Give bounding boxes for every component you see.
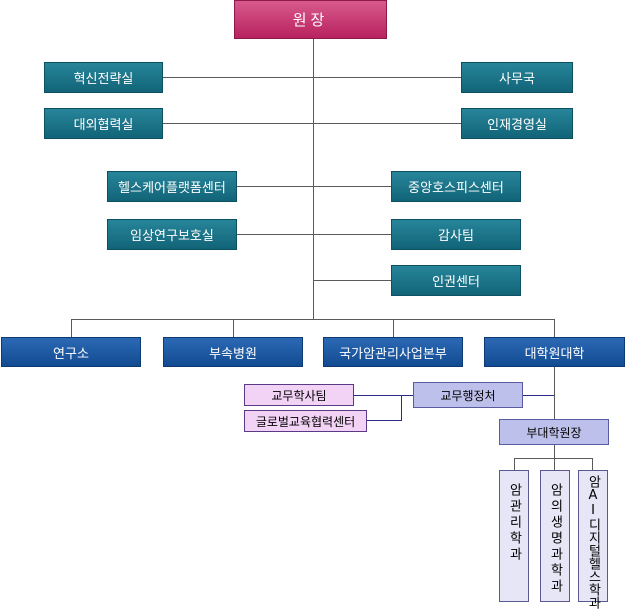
division-drop-2	[233, 319, 234, 337]
staff-line-1	[163, 77, 461, 78]
department-drop-1	[514, 458, 515, 470]
staff-line-2	[163, 123, 461, 124]
graduate-trunk-line	[554, 366, 555, 419]
administration-office[interactable]: 사무국	[461, 62, 573, 93]
department-label: 암AI디지털헬스학과	[585, 475, 601, 609]
central-hospice-center[interactable]: 중앙호스피스센터	[391, 171, 521, 202]
division-research-institute[interactable]: 연구소	[1, 337, 141, 367]
department-label: 암의생명과학과	[547, 483, 563, 595]
sub-team-link-c	[401, 395, 402, 421]
department-cancer-biomedical[interactable]: 암의생명과학과	[540, 470, 570, 602]
vice-president-box[interactable]: 부대학원장	[499, 419, 609, 445]
division-drop-4	[554, 319, 555, 337]
department-trunk-line	[554, 445, 555, 458]
department-drop-3	[592, 458, 593, 470]
director-box[interactable]: 원장	[234, 0, 387, 39]
staff-line-5	[313, 280, 391, 281]
external-cooperation-office[interactable]: 대외협력실	[44, 108, 163, 139]
department-label: 암관리학과	[506, 483, 522, 563]
healthcare-platform-center[interactable]: 헬스케어플랫폼센터	[107, 171, 237, 202]
department-bus-line	[514, 458, 593, 459]
audit-team[interactable]: 감사팀	[391, 219, 521, 250]
division-bus-line	[71, 319, 555, 320]
human-rights-center[interactable]: 인권센터	[391, 265, 521, 296]
clinical-research-protection-office[interactable]: 임상연구보호실	[107, 219, 237, 250]
academic-affairs-office[interactable]: 교무행정처	[413, 382, 523, 408]
division-affiliated-hospital[interactable]: 부속병원	[163, 337, 303, 367]
academic-affairs-link	[523, 395, 554, 396]
division-drop-1	[71, 319, 72, 337]
talent-management-office[interactable]: 인재경영실	[461, 108, 573, 139]
academic-team[interactable]: 교무학사팀	[244, 384, 354, 406]
sub-team-link-b	[367, 420, 401, 421]
department-drop-2	[554, 458, 555, 470]
global-education-center[interactable]: 글로벌교육협력센터	[244, 410, 367, 432]
staff-line-4	[237, 234, 391, 235]
department-cancer-ai-digital-health[interactable]: 암AI디지털헬스학과	[578, 470, 608, 609]
division-national-cancer-control[interactable]: 국가암관리사업본부	[323, 337, 463, 367]
sub-team-link-a	[354, 395, 413, 396]
department-cancer-control[interactable]: 암관리학과	[499, 470, 529, 602]
main-trunk-line	[313, 39, 314, 319]
innovation-strategy-office[interactable]: 혁신전략실	[44, 62, 163, 93]
staff-line-3	[237, 186, 391, 187]
division-graduate-school[interactable]: 대학원대학	[484, 337, 625, 367]
division-drop-3	[393, 319, 394, 337]
